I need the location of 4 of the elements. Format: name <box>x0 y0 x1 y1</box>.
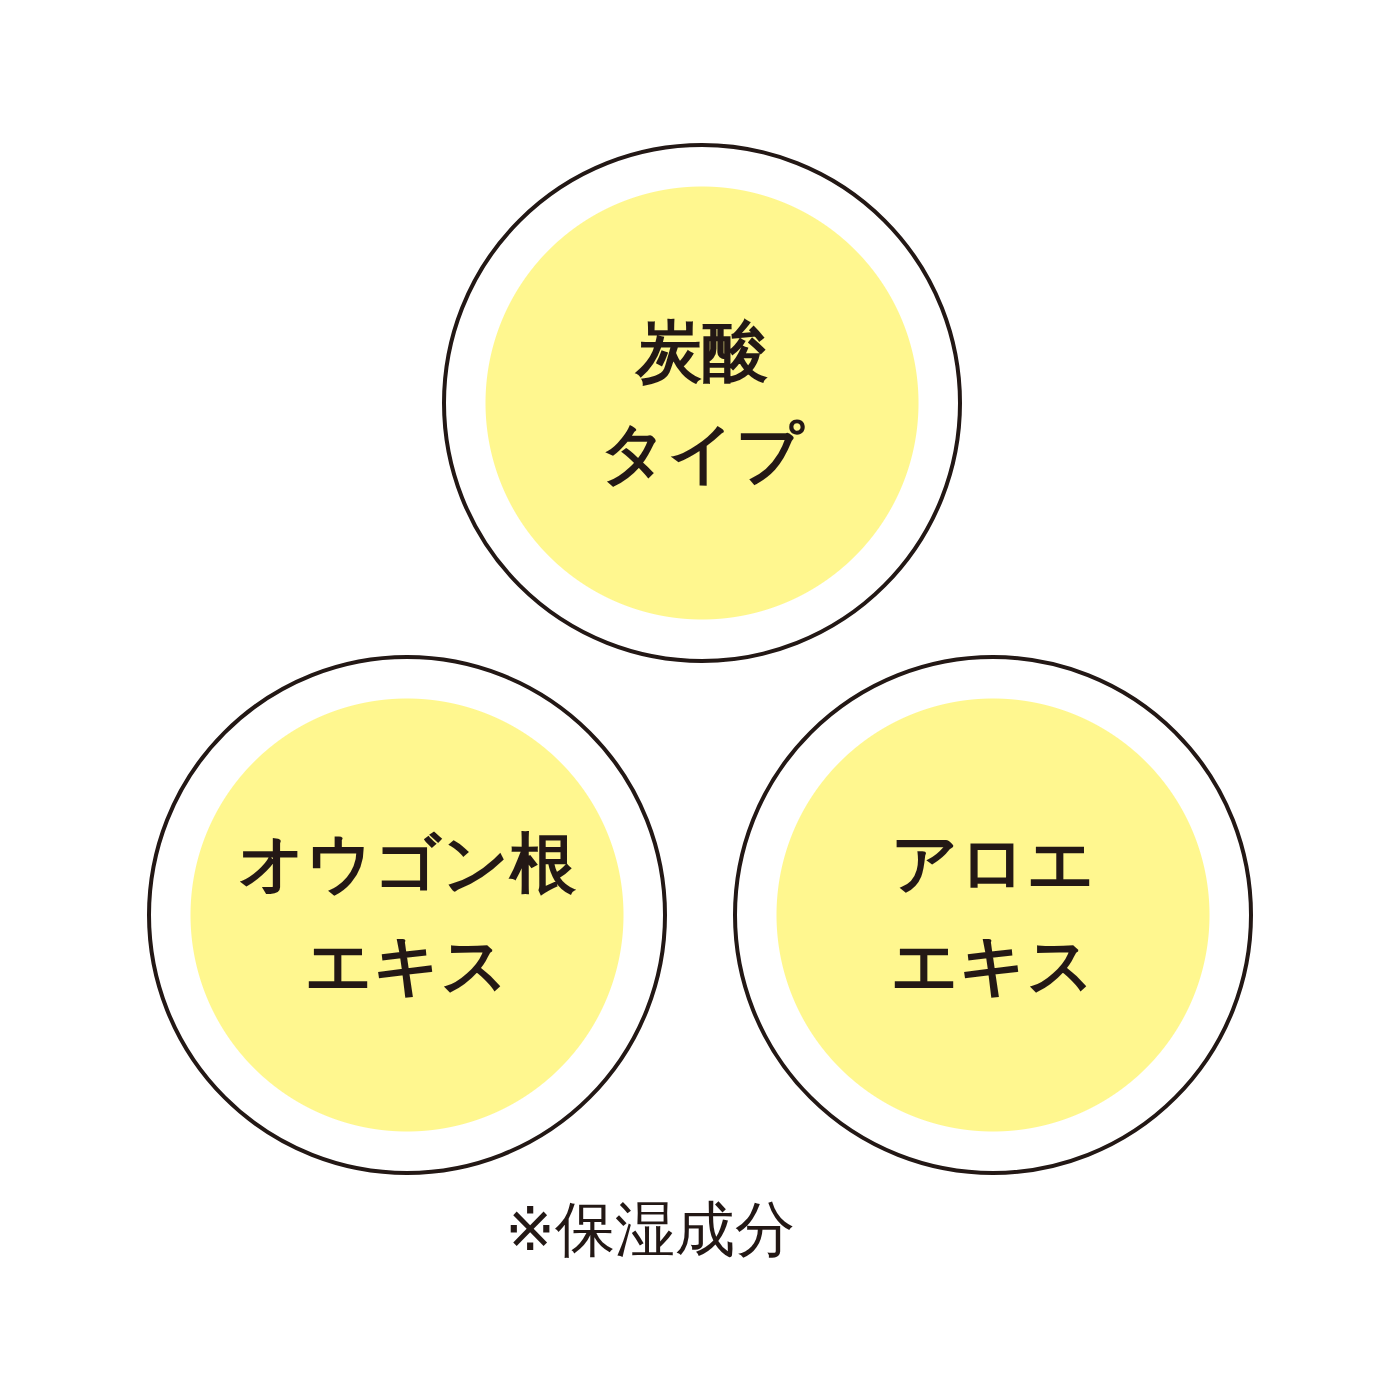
ingredient-name: 炭酸タイプ <box>600 311 804 494</box>
ingredient-name: アロエエキス <box>891 823 1095 1006</box>
footnote: ※保湿成分 <box>505 1193 796 1266</box>
ingredient-name: オウゴン根エキス <box>238 823 576 1006</box>
